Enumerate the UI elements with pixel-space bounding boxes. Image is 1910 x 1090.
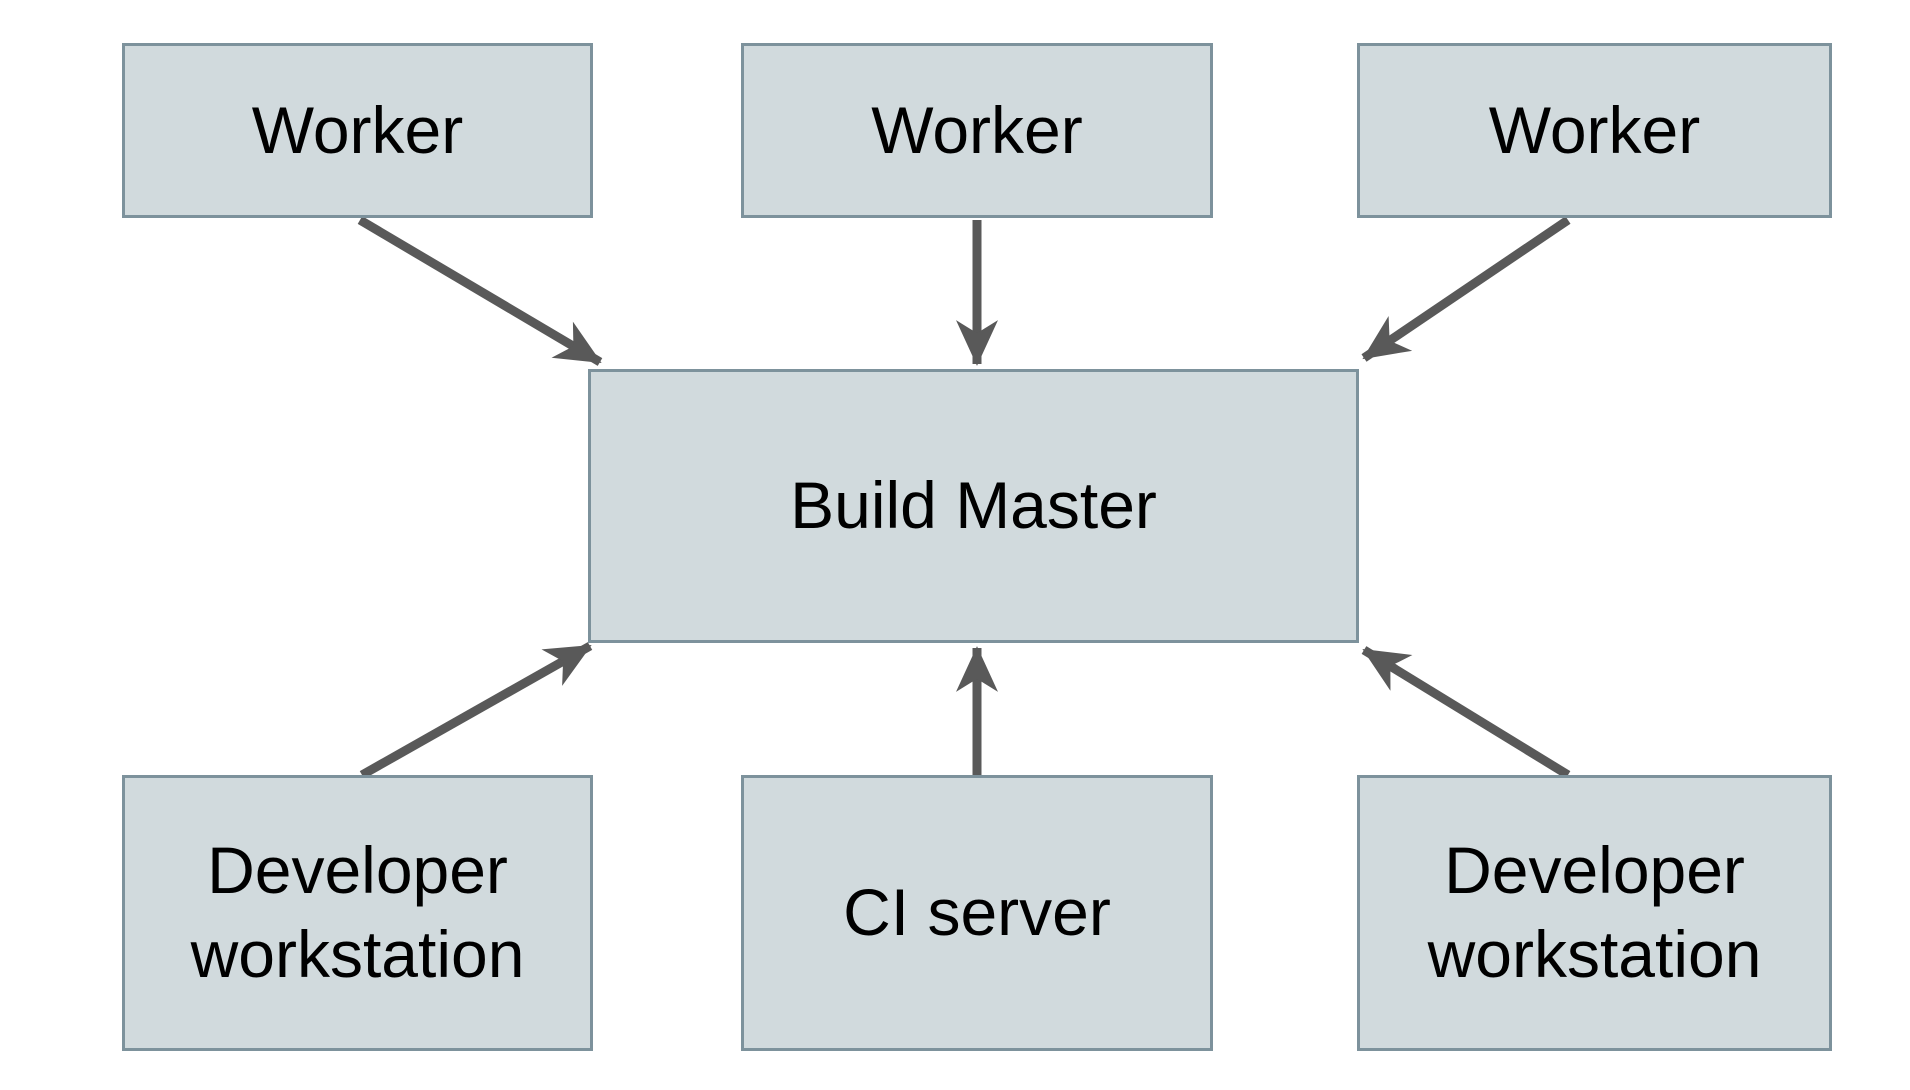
node-ci-server-label: CI server — [843, 875, 1111, 950]
node-developer-workstation-2: Developer workstation — [1357, 775, 1832, 1051]
arrow-worker-3-to-build-master — [1361, 216, 1571, 362]
node-ci-server: CI server — [741, 775, 1213, 1051]
node-build-master-label: Build Master — [790, 468, 1157, 543]
node-worker-2: Worker — [741, 43, 1213, 218]
node-worker-3: Worker — [1357, 43, 1832, 218]
node-worker-1-label: Worker — [251, 92, 464, 167]
node-developer-workstation-1-label: Developer workstation — [190, 833, 525, 991]
node-developer-workstation-1: Developer workstation — [122, 775, 593, 1051]
node-build-master: Build Master — [588, 369, 1359, 643]
arrow-developer-workstation-2-to-build-master — [1361, 646, 1571, 779]
node-worker-2-label: Worker — [871, 92, 1083, 167]
node-worker-3-label: Worker — [1488, 92, 1701, 167]
node-worker-1: Worker — [122, 43, 593, 218]
node-developer-workstation-2-label: Developer workstation — [1427, 833, 1762, 991]
arrow-developer-workstation-1-to-build-master — [359, 642, 593, 779]
arrow-worker-1-to-build-master — [357, 216, 603, 366]
